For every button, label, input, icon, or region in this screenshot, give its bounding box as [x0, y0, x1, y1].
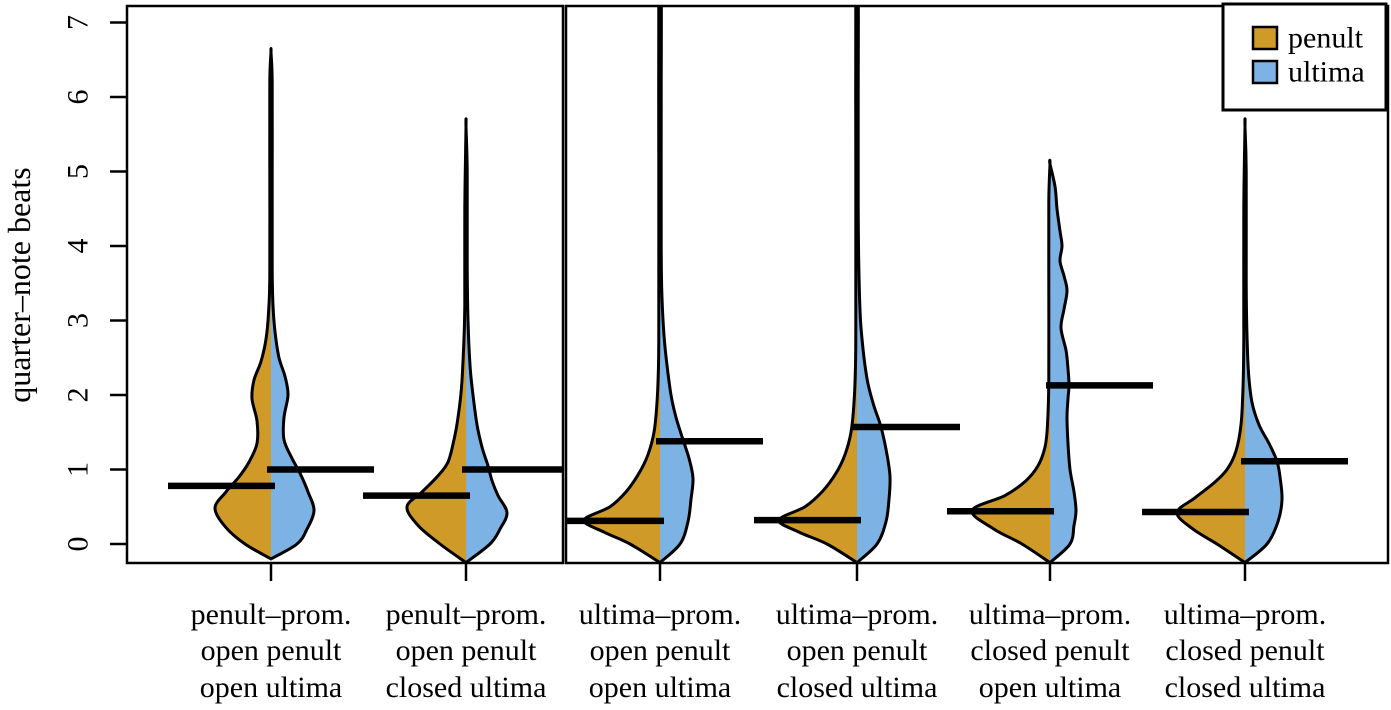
x-category-label: closed ultima: [386, 671, 547, 704]
x-category-label: closed ultima: [1165, 671, 1326, 704]
violin-penult-half: [1176, 126, 1245, 563]
x-category-label: open ultima: [979, 671, 1121, 704]
y-tick-label: 2: [62, 388, 95, 403]
x-category-label: open ultima: [589, 671, 731, 704]
y-tick-label: 6: [62, 90, 95, 105]
x-category-label: open ultima: [200, 671, 342, 704]
legend-label-penult: penult: [1288, 22, 1364, 55]
x-category-label: penult–prom.: [191, 598, 352, 631]
legend-box: [1221, 2, 1388, 112]
y-tick-label: 4: [62, 239, 95, 254]
violin-penult-half: [971, 164, 1050, 563]
violin-outline: [970, 158, 1078, 565]
violin-ultima-half: [1050, 164, 1076, 563]
violin-outline: [405, 117, 509, 565]
x-category-label: open penult: [396, 634, 537, 667]
x-category-label: ultima–prom.: [579, 598, 741, 631]
panel-1-violins: [168, 47, 563, 565]
x-category-label: closed penult: [970, 634, 1130, 667]
violin-ultima-half: [466, 126, 508, 563]
legend-swatch-ultima-icon: [1251, 59, 1279, 85]
y-tick-label: 1: [62, 462, 95, 477]
violin-penult-half: [778, 6, 857, 563]
violin-ultima-half: [271, 52, 315, 559]
panel-box: [564, 4, 1390, 565]
y-axis-title: quarter–note beats: [1, 167, 37, 402]
panel-box: [125, 4, 565, 565]
violin-ultima-half: [857, 6, 891, 563]
panel-boxes: [125, 4, 1390, 565]
x-category-label: penult–prom.: [386, 598, 547, 631]
x-category-label: open penult: [590, 634, 731, 667]
y-tick-label: 0: [62, 537, 95, 552]
x-category-label: open penult: [201, 634, 342, 667]
violin-outline: [213, 47, 316, 561]
violin-outline: [582, 6, 695, 565]
x-category-label: closed ultima: [777, 671, 938, 704]
panel-2-violins: [566, 6, 1348, 565]
x-category-label: ultima–prom.: [969, 598, 1131, 631]
violin-ultima-half: [660, 6, 694, 563]
x-category-label: closed penult: [1165, 634, 1325, 667]
violin-penult-half: [583, 6, 660, 563]
legend-swatch-penult-icon: [1251, 25, 1279, 51]
violin-penult-half: [215, 52, 271, 559]
y-tick-label: 5: [62, 164, 95, 179]
y-tick-label: 3: [62, 313, 95, 328]
y-axis: 0 1 2 3 4 5 6 7: [62, 15, 127, 552]
x-category-label: ultima–prom.: [1164, 598, 1326, 631]
legend-label-ultima: ultima: [1288, 56, 1365, 89]
x-category-label: ultima–prom.: [776, 598, 938, 631]
legend: penult ultima: [1221, 2, 1388, 112]
y-tick-label: 7: [62, 15, 95, 30]
x-category-label: open penult: [787, 634, 928, 667]
violin-ultima-half: [1245, 126, 1283, 563]
violin-outline: [1175, 117, 1284, 565]
violin-outline: [777, 6, 892, 565]
